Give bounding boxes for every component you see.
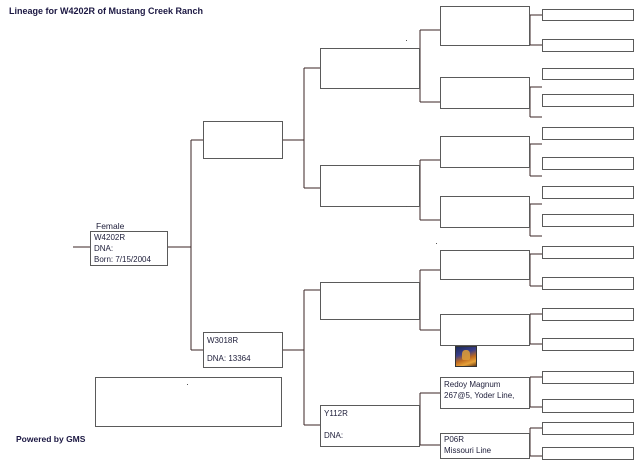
gen5-box-6[interactable]: [542, 157, 634, 170]
gen4-box-1[interactable]: [440, 6, 530, 46]
gen5-box-13[interactable]: [542, 371, 634, 384]
gen4-box-7[interactable]: Redoy Magnum 267@5, Yoder Line,: [440, 377, 530, 409]
sire-id: W3018R: [207, 336, 239, 345]
gen5-box-12[interactable]: [542, 338, 634, 351]
gen5-box-16[interactable]: [542, 447, 634, 460]
subject-id: W4202R: [94, 233, 126, 242]
dam-sire-box[interactable]: [320, 165, 420, 207]
gen5-box-4[interactable]: [542, 94, 634, 107]
sire-dam-dam-detail: Missouri Line: [444, 446, 492, 455]
gen5-box-9[interactable]: [542, 246, 634, 259]
gen5-box-15[interactable]: [542, 422, 634, 435]
sire-dam-id: Y112R: [324, 409, 348, 418]
scan-speck: [406, 40, 407, 41]
subject-born: Born: 7/15/2004: [94, 255, 151, 264]
gen5-box-11[interactable]: [542, 308, 634, 321]
sire-dam-sire-detail: 267@5, Yoder Line,: [444, 391, 515, 400]
sire-dna: DNA: 13364: [207, 354, 251, 363]
page-title: Lineage for W4202R of Mustang Creek Ranc…: [9, 6, 204, 16]
notes-box[interactable]: [95, 377, 282, 427]
gen4-box-6[interactable]: [440, 314, 530, 346]
dam-dam-box[interactable]: [320, 48, 420, 89]
sire-dam-sire-name: Redoy Magnum: [444, 380, 501, 389]
gen4-box-5[interactable]: [440, 250, 530, 280]
gen5-box-8[interactable]: [542, 214, 634, 227]
gen4-box-8[interactable]: P06R Missouri Line: [440, 433, 530, 459]
subject-dna: DNA:: [94, 244, 114, 253]
gen5-box-2[interactable]: [542, 39, 634, 52]
sire-box[interactable]: W3018R DNA: 13364: [203, 332, 283, 368]
scan-speck: [406, 206, 407, 207]
gen5-box-3[interactable]: [542, 68, 634, 80]
gen5-box-14[interactable]: [542, 399, 634, 413]
gen5-box-1[interactable]: [542, 9, 634, 21]
sire-dam-box[interactable]: Y112R DNA:: [320, 405, 420, 447]
sire-dam-dam-name: P06R: [444, 435, 465, 444]
sire-dam-dna: DNA:: [324, 431, 344, 440]
sire-sire-box[interactable]: [320, 282, 420, 320]
gen5-box-10[interactable]: [542, 277, 634, 290]
scan-speck: [436, 243, 437, 244]
cow-photo[interactable]: [455, 346, 477, 367]
gen4-box-2[interactable]: [440, 77, 530, 109]
gen4-box-4[interactable]: [440, 196, 530, 228]
gen5-box-5[interactable]: [542, 127, 634, 140]
subject-sex-label: Female: [96, 221, 125, 231]
powered-by-label: Powered by GMS: [16, 434, 86, 444]
subject-box[interactable]: W4202R DNA: Born: 7/15/2004: [90, 231, 168, 266]
gen5-box-7[interactable]: [542, 186, 634, 199]
gen4-box-3[interactable]: [440, 136, 530, 168]
scan-speck: [187, 384, 188, 385]
dam-box[interactable]: [203, 121, 283, 159]
